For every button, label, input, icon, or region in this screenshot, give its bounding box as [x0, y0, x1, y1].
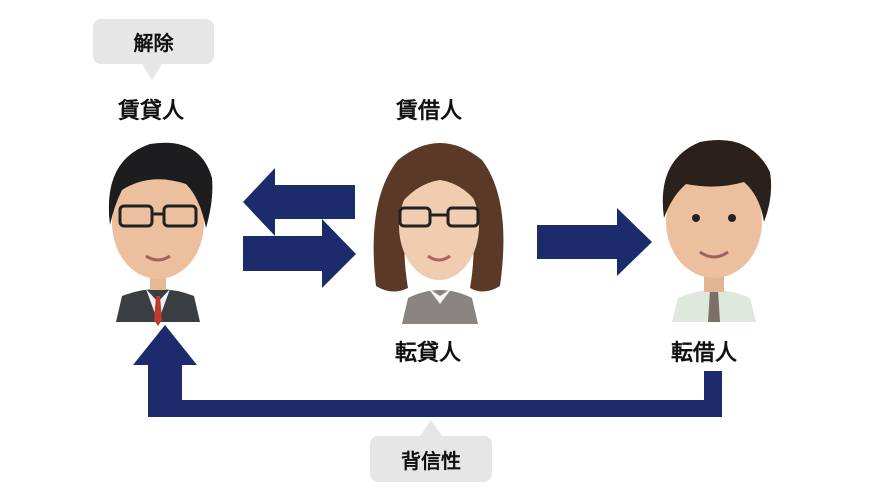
arrow-right-sublease: [537, 208, 652, 276]
arrow-left: [243, 168, 355, 236]
breach-bubble-tail: [420, 420, 442, 436]
label-lessor: 賃貸人: [118, 99, 185, 124]
arrow-right-lower: [243, 219, 356, 288]
cancel-bubble-tail: [142, 64, 162, 80]
cancel-bubble: 解除: [93, 19, 214, 64]
label-lessee: 賃借人: [396, 99, 463, 124]
person-lessee-avatar: [373, 143, 504, 324]
person-sublessee-avatar: [662, 140, 772, 322]
person-lessor-avatar: [108, 142, 213, 326]
arrow-return: [133, 325, 722, 417]
breach-bubble: 背信性: [370, 436, 492, 482]
label-sublessor: 転貸人: [395, 341, 462, 366]
label-sublessee: 転借人: [671, 341, 738, 366]
